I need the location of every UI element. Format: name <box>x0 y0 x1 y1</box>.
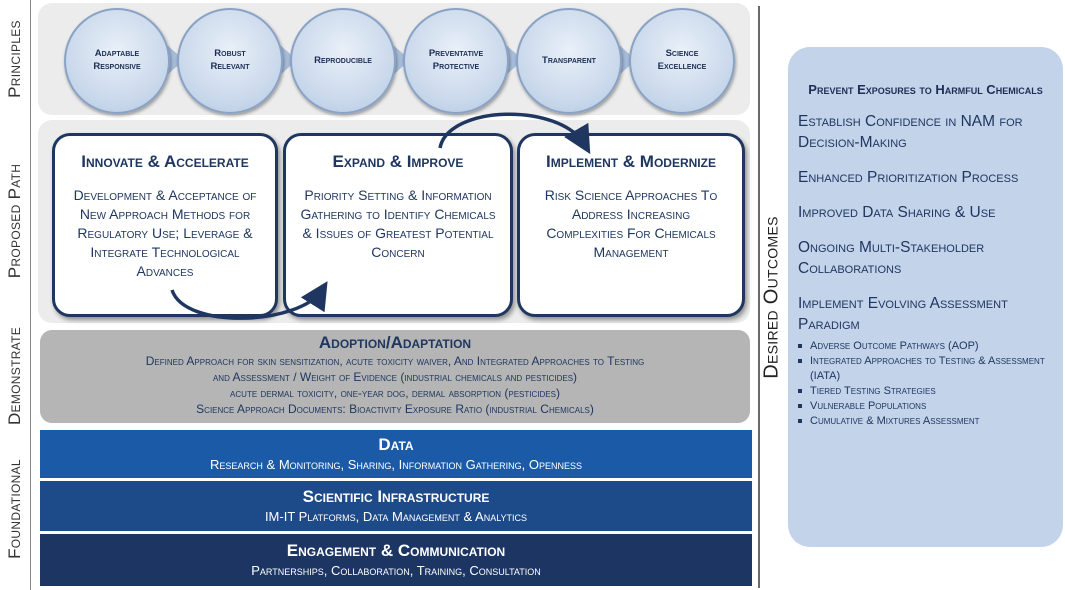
outcomes-box: Prevent Exposures to Harmful Chemicals E… <box>788 47 1063 547</box>
principle-line2: Responsive <box>93 61 141 72</box>
desired-outcomes-label: Desired Outcomes <box>760 215 783 379</box>
outcome-item: Establish Confidence in NAM for Decision… <box>798 113 1023 151</box>
demonstrate-line: acute dermal toxicity, one-year dog, der… <box>230 386 560 400</box>
principle-line1: Adaptable <box>94 48 140 60</box>
path-box-innovate: Innovate & Accelerate Development & Acce… <box>52 133 278 317</box>
proposed-path-band-label-area: Proposed Path <box>0 118 31 324</box>
flow-arrows <box>170 112 591 320</box>
principle-line1: Transparent <box>542 54 596 66</box>
principle-line1: Robust <box>214 48 246 60</box>
foundational-infrastructure-bar: Scientific Infrastructure IM-IT Platform… <box>40 481 752 531</box>
path-title: Implement & Modernize <box>546 152 716 171</box>
foundational-subtitle: IM-IT Platforms, Data Management & Analy… <box>264 509 528 524</box>
outcome-item: Enhanced Prioritization Process <box>798 169 1019 186</box>
adoption-adaptation-box: Adoption/Adaptation Defined Approach for… <box>40 330 750 423</box>
foundational-label: Foundational <box>5 459 24 559</box>
arrow-expand-to-implement <box>438 112 591 155</box>
principle-line1: Science <box>665 48 699 60</box>
path-body: Risk Science Approaches To Address Incre… <box>544 187 718 260</box>
foundational-subtitle: Partnerships, Collaboration, Training, C… <box>251 563 541 578</box>
principle-line1: Preventative <box>428 48 484 60</box>
outcomes-title: Prevent Exposures to Harmful Chemicals <box>808 82 1043 97</box>
foundational-data-bar: Data Research & Monitoring, Sharing, Inf… <box>40 430 752 478</box>
foundational-title: Scientific Infrastructure <box>302 487 490 506</box>
demonstrate-band-label-area: Demonstrate <box>0 324 31 428</box>
principle-line2: Excellence <box>657 61 707 72</box>
demonstrate-title: Adoption/Adaptation <box>318 333 472 352</box>
outcome-item: Implement Evolving Assessment Paradigm <box>798 295 1008 333</box>
demonstrate-line: and Assessment / Weight of Evidence (ind… <box>212 370 578 384</box>
demonstrate-line: Defined Approach for skin sensitization,… <box>145 354 645 368</box>
foundational-engagement-bar: Engagement & Communication Partnerships,… <box>40 534 752 586</box>
principle-line2: Relevant <box>210 61 250 72</box>
principle-line2: Protective <box>432 61 480 72</box>
outcome-subitem: Cumulative & Mixtures Assessment <box>796 414 1063 429</box>
path-body: Development & Acceptance of New Approach… <box>73 187 257 279</box>
principle-line1: Reproducible <box>314 54 372 66</box>
outcome-sublist: Adverse Outcome Pathways (AOP) Integrate… <box>796 339 1063 429</box>
path-title: Innovate & Accelerate <box>81 152 249 171</box>
demonstrate-line: Science Approach Documents: Bioactivity … <box>196 402 594 416</box>
outcome-item: Improved Data Sharing & Use <box>798 204 996 221</box>
arrow-innovate-to-expand <box>170 281 328 320</box>
outcome-subitem: Integrated Approaches to Testing & Asses… <box>796 354 1063 384</box>
foundational-title: Data <box>378 435 414 454</box>
foundational-band-label-area: Foundational <box>0 428 31 590</box>
foundational-title: Engagement & Communication <box>286 541 506 560</box>
outcome-subitem: Tiered Testing Strategies <box>796 384 1063 399</box>
principles-band-label-area: Principles <box>0 0 31 118</box>
path-box-implement: Implement & Modernize Risk Science Appro… <box>517 133 745 317</box>
principle-transparent: Transparent <box>516 8 622 114</box>
path-body: Priority Setting & Information Gathering… <box>300 187 496 260</box>
principle-reproducible: Reproducible <box>290 8 396 114</box>
outcome-subitem: Vulnerable Populations <box>796 399 1063 414</box>
outcome-subitem: Adverse Outcome Pathways (AOP) <box>796 339 1063 354</box>
demonstrate-label: Demonstrate <box>5 326 24 426</box>
foundational-subtitle: Research & Monitoring, Sharing, Informat… <box>210 457 582 472</box>
outcome-item: Ongoing Multi-Stakeholder Collaborations <box>798 239 985 277</box>
desired-outcomes-label-area: Desired Outcomes <box>758 6 784 588</box>
path-title: Expand & Improve <box>332 152 464 171</box>
